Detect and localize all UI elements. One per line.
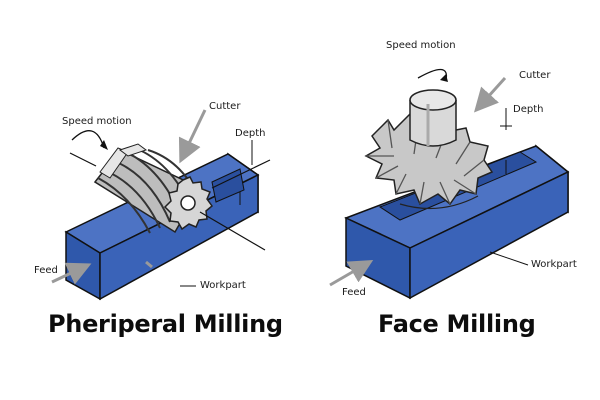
peripheral-cutter	[69, 143, 271, 251]
peripheral-feed-label: Feed	[34, 265, 58, 276]
face-speed-motion-label: Speed motion	[386, 40, 456, 51]
peripheral-workpart-label: Workpart	[200, 280, 246, 291]
peripheral-milling-title: Pheriperal Milling	[48, 310, 283, 338]
peripheral-milling-figure	[51, 109, 271, 301]
peripheral-speed-arrow	[71, 130, 105, 149]
peripheral-feed-arrow	[51, 262, 92, 285]
face-cutter-pointer	[473, 76, 507, 113]
face-cutter-label: Cutter	[519, 70, 551, 81]
face-feed-label: Feed	[342, 287, 366, 298]
face-milling-title: Face Milling	[378, 310, 536, 338]
face-feed-arrow	[329, 259, 374, 287]
peripheral-depth-label: Depth	[235, 128, 266, 139]
peripheral-cutter-label: Cutter	[209, 101, 241, 112]
face-workpart-label: Workpart	[531, 259, 577, 270]
face-depth-label: Depth	[513, 104, 544, 115]
peripheral-speed-motion-label: Speed motion	[62, 116, 132, 127]
face-cutter	[364, 89, 494, 210]
face-milling-figure	[329, 68, 570, 300]
peripheral-cutter-pointer	[178, 109, 207, 164]
